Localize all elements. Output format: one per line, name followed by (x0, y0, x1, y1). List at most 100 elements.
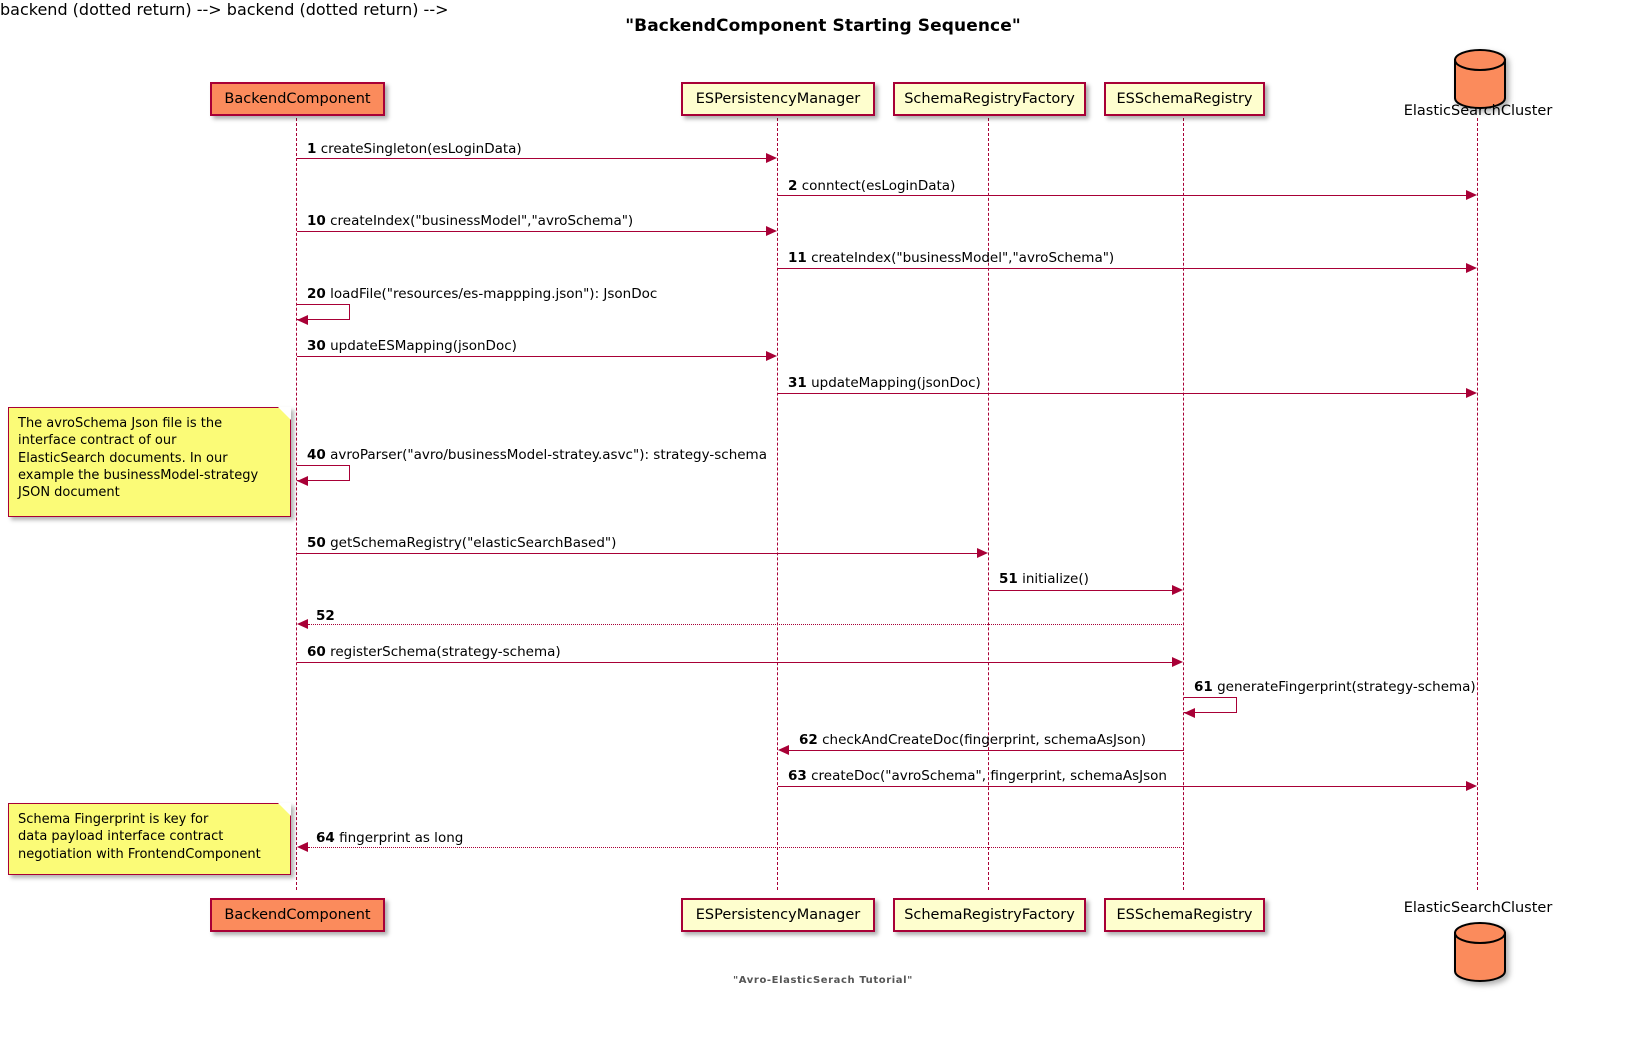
page-title: "BackendComponent Starting Sequence" (625, 16, 1021, 36)
message-text-2: conntect(esLoginData) (801, 178, 956, 194)
message-arrow-63 (1466, 781, 1477, 791)
message-arrow-30 (766, 351, 777, 361)
message-label-63: 63 createDoc("avroSchema", fingerprint, … (788, 768, 1167, 784)
participant-esschemaregistry-bottom[interactable]: ESSchemaRegistry (1104, 898, 1265, 932)
message-arrow-60 (1172, 657, 1183, 667)
message-seq-64: 64 (316, 830, 335, 846)
note-fingerprint-line-2: negotiation with FrontendComponent (18, 846, 261, 862)
message-label-31: 31 updateMapping(jsonDoc) (788, 375, 981, 391)
message-text-61: generateFingerprint(strategy-schema) (1217, 679, 1476, 695)
message-seq-50: 50 (307, 535, 326, 551)
message-seq-11: 11 (788, 250, 807, 266)
message-seq-2: 2 (788, 178, 798, 194)
message-arrow-61 (1184, 708, 1195, 718)
participant-schemaregistryfactory-bottom[interactable]: SchemaRegistryFactory (893, 898, 1086, 932)
note-avro-schema-line-4: JSON document (18, 485, 120, 501)
message-arrow-2 (1466, 190, 1477, 200)
message-seq-30: 30 (307, 338, 326, 354)
database-icon-top (1454, 49, 1506, 110)
message-seq-20: 20 (307, 286, 326, 302)
message-seq-1: 1 (307, 141, 317, 157)
message-label-10: 10 createIndex("businessModel","avroSche… (307, 213, 634, 229)
message-label-60: 60 registerSchema(strategy-schema) (307, 644, 561, 660)
message-label-64: 64 fingerprint as long (316, 830, 464, 846)
participant-backendcomponent-top[interactable]: BackendComponent (210, 82, 385, 116)
note-fold-icon (278, 407, 291, 420)
note-fold-icon-2 (278, 803, 291, 816)
note-avro-schema: The avroSchema Json file is the interfac… (8, 407, 291, 517)
message-arrow-1 (766, 153, 777, 163)
message-text-11: createIndex("businessModel","avroSchema"… (811, 250, 1115, 266)
participant-elasticsearchcluster-bottom-label: ElasticSearchCluster (1403, 900, 1553, 916)
note-fingerprint-line-1: data payload interface contract (18, 829, 224, 845)
message-line-62 (789, 750, 1184, 751)
message-label-61: 61 generateFingerprint(strategy-schema) (1194, 679, 1476, 695)
note-avro-schema-line-2: ElasticSearch documents. In our (18, 450, 228, 466)
message-seq-31: 31 (788, 375, 807, 391)
message-label-1: 1 createSingleton(esLoginData) (307, 141, 522, 157)
participant-espersistencymanager-bottom[interactable]: ESPersistencyManager (681, 898, 875, 932)
lifeline-espm (777, 118, 778, 890)
message-seq-63: 63 (788, 768, 807, 784)
message-label-11: 11 createIndex("businessModel","avroSche… (788, 250, 1115, 266)
participant-schemaregistryfactory-top[interactable]: SchemaRegistryFactory (893, 82, 1086, 116)
message-arrow-62 (778, 745, 789, 755)
message-arrow-64 (297, 842, 308, 852)
note-avro-schema-line-3: example the businessModel-strategy (18, 467, 259, 483)
page-footer: "Avro-ElasticSerach Tutorial" (733, 975, 913, 986)
message-arrow-31 (1466, 388, 1477, 398)
message-text-63: createDoc("avroSchema", fingerprint, sch… (811, 768, 1167, 784)
message-selfcall-40 (297, 465, 350, 481)
message-seq-40: 40 (307, 447, 326, 463)
message-arrow-51 (1172, 585, 1183, 595)
message-text-51: initialize() (1022, 571, 1089, 587)
message-arrow-20 (297, 315, 308, 325)
message-selfcall-20 (297, 304, 350, 320)
participant-esschemaregistry-top[interactable]: ESSchemaRegistry (1104, 82, 1265, 116)
message-line-30 (297, 356, 767, 357)
participant-espersistencymanager-top[interactable]: ESPersistencyManager (681, 82, 875, 116)
note-avro-schema-line-1: interface contract of our (18, 433, 177, 449)
message-text-31: updateMapping(jsonDoc) (811, 375, 981, 391)
message-text-60: registerSchema(strategy-schema) (330, 644, 561, 660)
message-line-10 (297, 231, 767, 232)
message-arrow-40 (297, 476, 308, 486)
message-line-52 (308, 624, 1184, 625)
message-line-63 (778, 786, 1466, 787)
message-selfcall-61 (1184, 697, 1237, 713)
message-seq-51: 51 (999, 571, 1018, 587)
message-label-20: 20 loadFile("resources/es-mappping.json"… (307, 286, 658, 302)
message-text-64: fingerprint as long (339, 830, 464, 846)
message-line-60 (297, 662, 1173, 663)
message-text-1: createSingleton(esLoginData) (320, 141, 522, 157)
message-seq-61: 61 (1194, 679, 1213, 695)
note-fingerprint: Schema Fingerprint is key for data paylo… (8, 803, 291, 875)
message-label-62: 62 checkAndCreateDoc(fingerprint, schema… (799, 732, 1147, 748)
lifeline-escluster (1477, 118, 1478, 890)
note-fingerprint-line-0: Schema Fingerprint is key for (18, 812, 209, 827)
message-line-11 (778, 268, 1466, 269)
message-text-62: checkAndCreateDoc(fingerprint, schemaAsJ… (822, 732, 1147, 748)
message-text-30: updateESMapping(jsonDoc) (330, 338, 517, 354)
participant-elasticsearchcluster-top-label: ElasticSearchCluster (1403, 103, 1553, 119)
message-label-40: 40 avroParser("avro/businessModel-strate… (307, 447, 767, 463)
message-text-50: getSchemaRegistry("elasticSearchBased") (330, 535, 617, 551)
message-seq-52: 52 (316, 608, 335, 624)
message-label-52: 52 (316, 608, 335, 624)
message-arrow-52 (297, 619, 308, 629)
message-line-31 (778, 393, 1466, 394)
message-seq-10: 10 (307, 213, 326, 229)
database-icon-bottom (1454, 922, 1506, 983)
lifeline-backend (296, 118, 297, 890)
message-label-51: 51 initialize() (999, 571, 1089, 587)
message-text-10: createIndex("businessModel","avroSchema"… (330, 213, 634, 229)
message-seq-60: 60 (307, 644, 326, 660)
message-line-50 (297, 553, 978, 554)
message-text-20: loadFile("resources/es-mappping.json"): … (330, 286, 658, 302)
message-arrow-50 (977, 548, 988, 558)
participant-backendcomponent-bottom[interactable]: BackendComponent (210, 898, 385, 932)
message-line-51 (989, 590, 1172, 591)
message-line-1 (297, 158, 767, 159)
message-line-2 (778, 195, 1466, 196)
